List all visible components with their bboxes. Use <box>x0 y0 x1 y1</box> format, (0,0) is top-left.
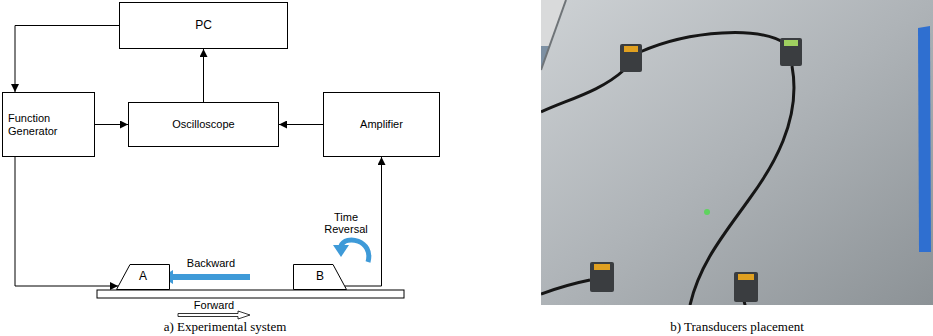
oscilloscope-box: Oscilloscope <box>128 102 279 147</box>
marker-dot <box>704 209 710 215</box>
computer-box: PC <box>119 2 288 49</box>
transducer <box>620 44 642 72</box>
amplifier-box: Amplifier <box>323 92 440 157</box>
connector-arrow <box>15 157 118 286</box>
transducer-tag <box>624 46 638 52</box>
transducer-tag <box>594 264 610 270</box>
cable <box>541 280 590 294</box>
cable <box>541 70 624 112</box>
time-reversal-arrowhead <box>333 245 349 257</box>
transducer <box>780 38 802 66</box>
transducer-tag <box>784 40 798 46</box>
transducer-wedge: A <box>116 264 170 290</box>
node-text: A <box>139 270 147 284</box>
node-text: Function Generator <box>8 112 89 137</box>
backward-arrow <box>162 270 250 284</box>
node-text: Oscilloscope <box>172 118 234 131</box>
connector-arrow <box>15 26 119 93</box>
cable <box>690 66 794 305</box>
blue-tape <box>918 26 931 252</box>
plate-edge <box>541 0 566 70</box>
transducer-tag <box>738 274 754 280</box>
steel-plate <box>541 0 933 305</box>
photo-background <box>541 0 933 305</box>
wedge-shape <box>294 265 347 290</box>
node-text: PC <box>195 19 212 33</box>
wedge-shape <box>117 265 170 290</box>
direction-label: Backward <box>172 257 250 269</box>
process-label: Time Reversal <box>316 211 376 235</box>
connector-arrow <box>279 124 323 125</box>
generator-box: Function Generator <box>2 92 95 157</box>
plate-bar <box>97 290 404 298</box>
subfigure-caption: b) Transducers placement <box>637 320 837 334</box>
transducer <box>734 272 758 302</box>
node-text: Amplifier <box>360 118 403 131</box>
transducer-wedge: B <box>293 264 347 290</box>
photo <box>541 0 933 305</box>
transducer <box>590 262 614 292</box>
node-text: B <box>316 270 324 284</box>
time-reversal-arrow <box>341 240 369 262</box>
connector-arrow <box>95 124 128 125</box>
connector-arrow <box>203 49 204 102</box>
forward-arrow <box>178 311 250 319</box>
direction-label: Forward <box>178 299 250 311</box>
cable <box>640 33 786 52</box>
subfigure-caption: a) Experimental system <box>125 320 325 334</box>
